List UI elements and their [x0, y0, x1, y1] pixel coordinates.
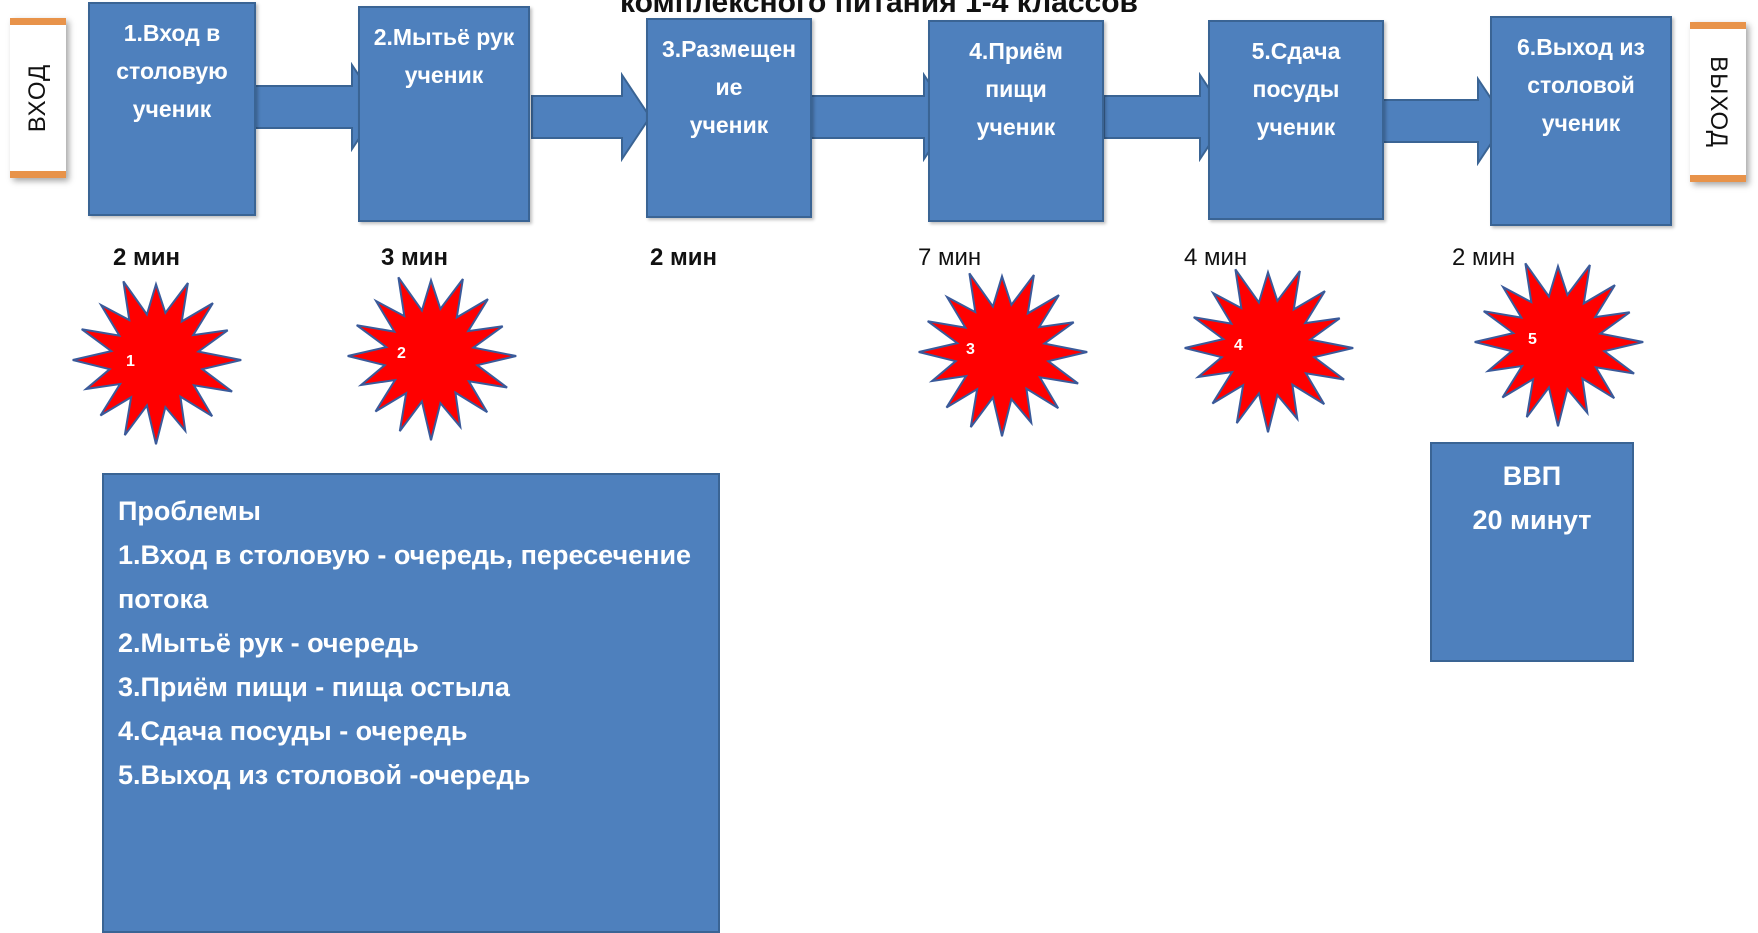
problem-item: 3.Приём пищи - пища остыла — [118, 672, 510, 702]
svg-text:1: 1 — [126, 353, 135, 370]
step-2-time: 3 мин — [381, 244, 449, 271]
problems-panel: Проблемы 1.Вход в столовую - очередь, пе… — [102, 473, 720, 933]
entry-marker: ВХОД — [10, 18, 66, 178]
problem-star-1: 1 — [72, 280, 242, 445]
step-5-time: 4 мин — [1184, 244, 1248, 271]
vvp-box: ВВП 20 минут — [1430, 442, 1634, 662]
problem-star-4: 4 — [1184, 268, 1354, 433]
problem-item: 2.Мытьё рук - очередь — [118, 628, 419, 658]
diagram-title: комплексного питания 1-4 классов — [619, 0, 1138, 19]
problem-item: 1.Вход в столовую - очередь, пересечение — [118, 540, 692, 570]
problem-star-5: 5 — [1474, 262, 1644, 427]
step-1-time: 2 мин — [113, 244, 181, 271]
step-4-time: 7 мин — [918, 244, 982, 271]
problem-item: 4.Сдача посуды - очередь — [118, 716, 468, 746]
problem-star-2: 2 — [347, 276, 517, 441]
svg-text:5: 5 — [1528, 331, 1537, 348]
entry-label: ВХОД — [24, 63, 51, 133]
problem-item: 5.Выход из столовой -очередь — [118, 760, 531, 790]
step-3-time: 2 мин — [650, 244, 718, 271]
problem-item: потока — [118, 584, 209, 614]
exit-label: ВЫХОД — [1705, 56, 1732, 148]
problem-star-3: 3 — [918, 272, 1088, 437]
vvp-value: 20 минут — [1472, 505, 1592, 535]
step-6-time: 2 мин — [1452, 244, 1516, 271]
svg-text:2: 2 — [397, 345, 406, 362]
flow-arrow-2 — [531, 72, 652, 162]
exit-marker: ВЫХОД — [1690, 22, 1746, 182]
svg-text:3: 3 — [966, 341, 975, 358]
svg-text:4: 4 — [1234, 337, 1243, 354]
problems-heading: Проблемы — [118, 496, 261, 526]
vvp-label: ВВП — [1502, 461, 1562, 491]
